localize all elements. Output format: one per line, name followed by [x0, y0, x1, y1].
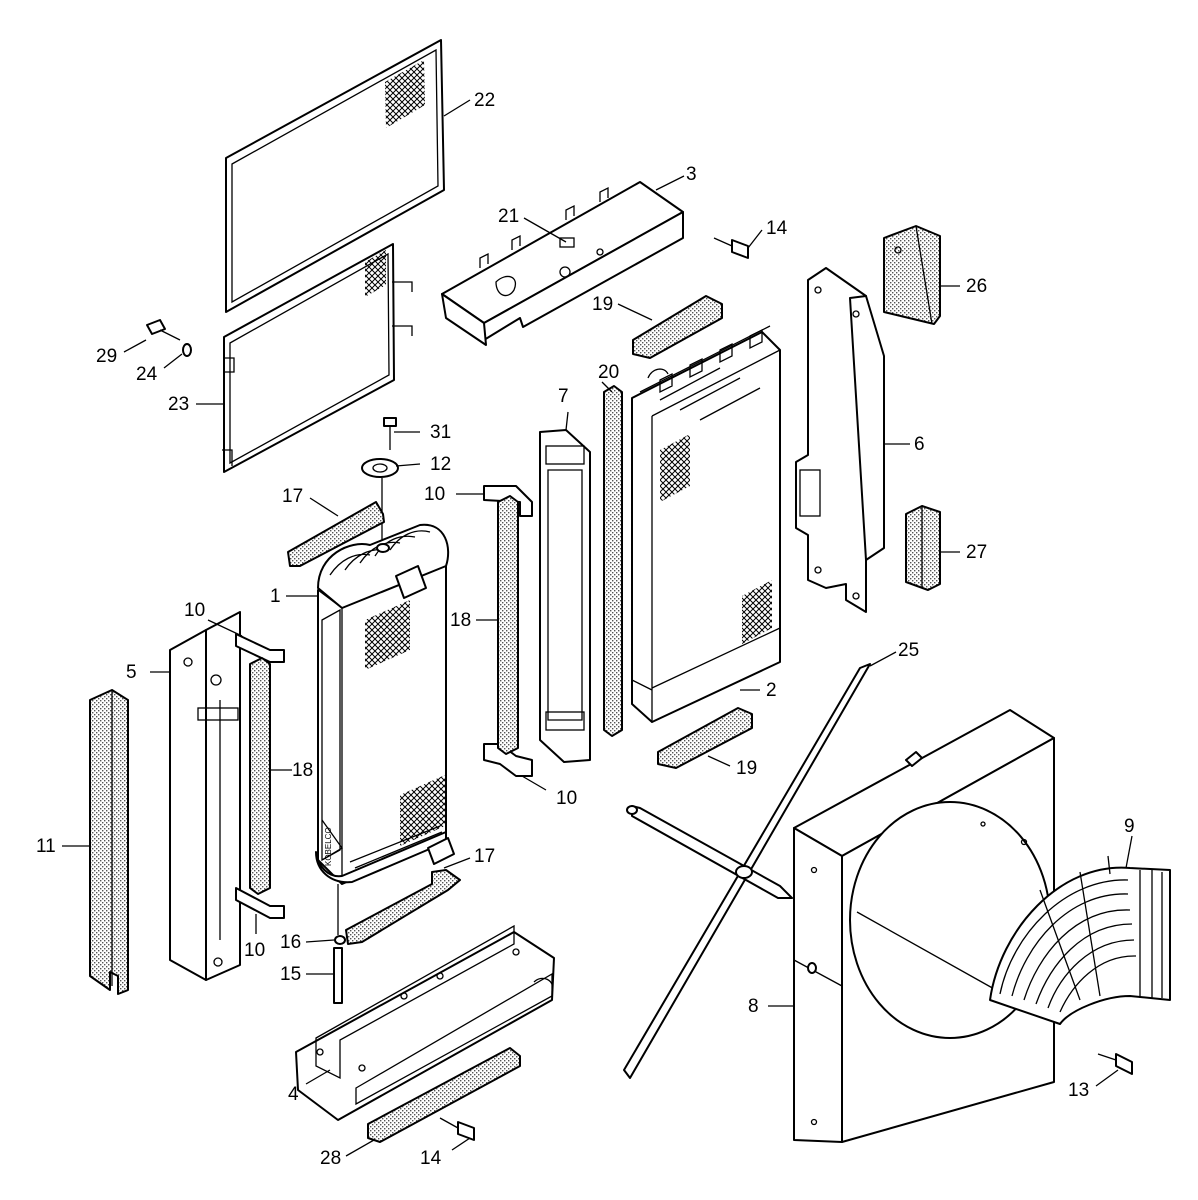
part-13-bolt [1097, 1053, 1133, 1075]
callout-11: 11 [36, 836, 56, 857]
callout-6: 6 [914, 434, 925, 455]
callout-22: 22 [474, 90, 495, 111]
part-10-clip-bottom-left [235, 887, 285, 919]
callout-19-lower: 19 [736, 758, 757, 779]
callout-10-top-middle: 10 [424, 484, 445, 505]
callout-8: 8 [748, 996, 759, 1017]
part-7-side-bracket-middle [539, 429, 591, 763]
callout-17-upper: 17 [282, 486, 303, 507]
callout-20: 20 [598, 362, 619, 383]
part-23-screen-frame [222, 243, 413, 473]
callout-23: 23 [168, 394, 189, 415]
part-14-bolt-upper [713, 237, 749, 259]
part-27-foam-strip [367, 1047, 521, 1143]
callout-1: 1 [270, 586, 281, 607]
callout-9: 9 [1124, 816, 1135, 837]
callout-14-upper: 14 [766, 218, 788, 239]
part-22-screen-panel [225, 39, 445, 313]
part-5-side-bracket-left [169, 611, 241, 981]
part-28-wing-bolt [146, 319, 181, 341]
callout-5: 5 [126, 662, 137, 683]
callout-28: 29 [96, 346, 117, 367]
part-14-bolt-lower [439, 1117, 475, 1141]
callout-29: 24 [136, 364, 158, 385]
part-20-narrow-foam [603, 385, 623, 737]
leader-lines [62, 99, 1133, 1157]
part-16-nut [334, 935, 346, 945]
part-26-foam-block [905, 505, 941, 591]
callout-27: 28 [320, 1148, 341, 1169]
callout-14-lower: 14 [420, 1148, 442, 1169]
part-29-washer [182, 343, 192, 357]
callout-7: 7 [558, 386, 569, 407]
part-11-foam-seal [89, 689, 129, 995]
part-17-foam-upper [287, 501, 385, 567]
part-8-fan-shroud [793, 709, 1055, 1143]
part-19-foam-block-lower [657, 707, 753, 769]
callout-21: 21 [498, 206, 519, 227]
part-25-foam-block [883, 225, 941, 325]
callout-24: 25 [898, 640, 919, 661]
callout-25: 26 [966, 276, 987, 297]
callout-18-middle: 18 [450, 610, 471, 631]
part-4-bottom-bracket [295, 924, 555, 1121]
callout-10-bottom-middle: 10 [556, 788, 577, 809]
part-19-foam-block-upper [632, 295, 723, 359]
part-24-stay-rod [623, 663, 871, 1079]
part-2-oil-cooler [631, 325, 781, 723]
part-18-strip-seal-middle [497, 495, 519, 755]
callout-15: 15 [280, 964, 301, 985]
callout-10-top-left: 10 [184, 600, 205, 621]
callout-10-bottom-left: 10 [244, 940, 265, 961]
callout-3: 3 [686, 164, 697, 185]
callout-2: 2 [766, 680, 777, 701]
part-17-foam-lower [345, 869, 461, 945]
callout-19-upper: 19 [592, 294, 613, 315]
callout-16: 16 [280, 932, 301, 953]
callout-13: 13 [1068, 1080, 1089, 1101]
callout-17-lower: 17 [474, 846, 495, 867]
part-9-fan-guard [989, 855, 1171, 1025]
part-18-strip-seal-left [249, 657, 271, 895]
radiator-stamp: KOBELCO [324, 827, 333, 866]
callout-12: 12 [430, 454, 451, 475]
callout-4: 4 [288, 1084, 299, 1105]
callout-26: 27 [966, 542, 987, 563]
callout-31: 31 [430, 422, 451, 443]
part-15-drain-tube [333, 884, 343, 1004]
part-31-bolt [383, 417, 397, 450]
part-1-radiator: KOBELCO [315, 523, 455, 885]
part-3-top-bracket [441, 181, 684, 346]
callout-labels: 22 3 14 21 19 26 20 7 6 31 12 10 17 27 1… [36, 90, 1135, 1169]
part-10-clip-top-left [235, 633, 285, 663]
callout-18-left: 18 [292, 760, 313, 781]
part-6-side-bracket-right [795, 267, 885, 613]
part-12-cap [361, 458, 399, 548]
